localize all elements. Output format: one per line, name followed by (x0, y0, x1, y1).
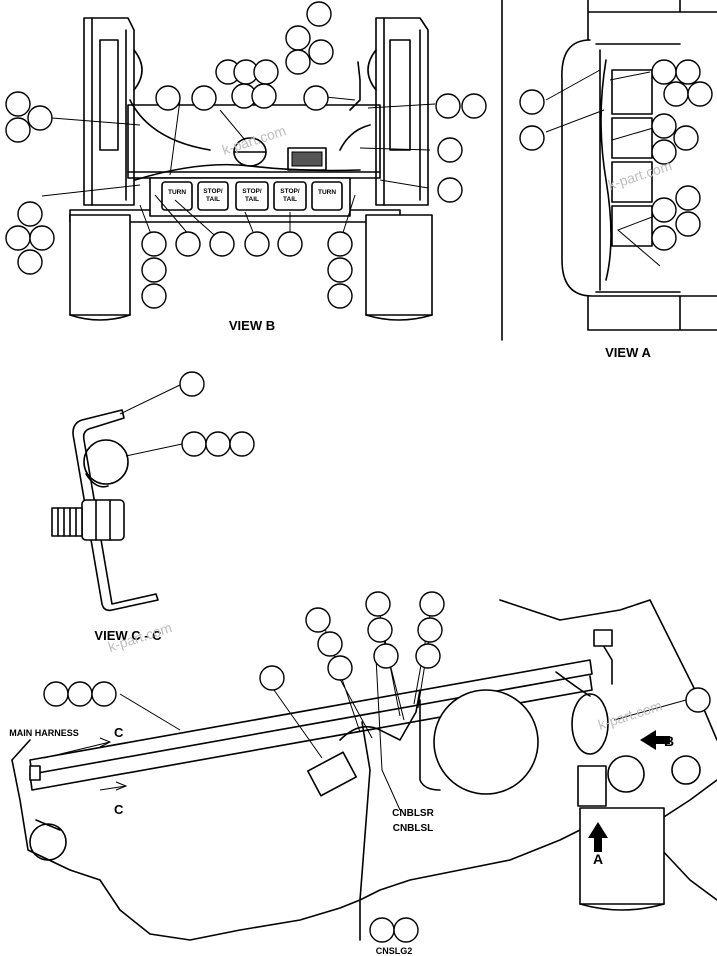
view-a-title: VIEW A (605, 345, 651, 360)
watermark-4: k-part.com (596, 697, 664, 733)
main-harness-label: MAIN HARNESS (9, 728, 79, 738)
lamp-stop-tail-1a: STOP/ (203, 188, 223, 195)
view-b-drawing (41, 17, 436, 321)
main-assembly-drawing (11, 599, 717, 941)
lamp-stop-tail-1b: TAIL (206, 196, 220, 203)
view-b-arrow-label: B (664, 733, 674, 749)
view-cc-callouts (179, 371, 255, 457)
view-b-title: VIEW B (229, 318, 275, 333)
view-b-callouts (5, 1, 487, 309)
view-a-arrow-label: A (593, 851, 603, 867)
cnblsr-label: CNBLSR (392, 808, 434, 819)
view-cc-drawing (51, 383, 183, 612)
watermark-3: k-part.com (106, 619, 174, 655)
lamp-stop-tail-2a: STOP/ (242, 188, 262, 195)
lamp-turn-right: TURN (318, 189, 336, 196)
lamp-stop-tail-3a: STOP/ (280, 188, 300, 195)
lamp-stop-tail-3b: TAIL (283, 196, 297, 203)
cnblsl-label: CNBLSL (393, 823, 434, 834)
lamp-turn-left: TURN (168, 189, 186, 196)
view-a-drawing (501, 0, 717, 341)
view-a-callouts (519, 59, 713, 251)
section-c-bottom: C (114, 802, 124, 817)
section-c-top: C (114, 725, 124, 740)
cnslg2-label: CNSLG2 (376, 946, 413, 956)
view-cc-title: VIEW C - C (94, 628, 162, 643)
main-assembly-callouts (43, 591, 711, 943)
lamp-stop-tail-2b: TAIL (245, 196, 259, 203)
